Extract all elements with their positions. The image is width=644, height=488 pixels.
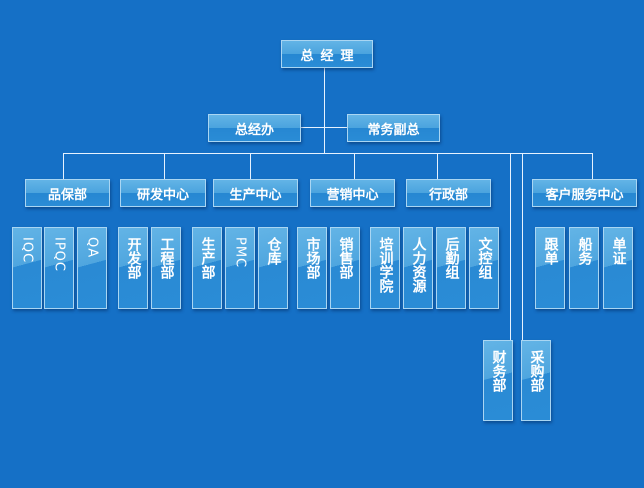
node-label: 营销中心: [326, 187, 379, 203]
connector-line: [164, 153, 165, 179]
node-label: 采购部: [528, 350, 545, 392]
node-label: 销售部: [337, 237, 354, 279]
node-label: 跟单: [542, 237, 559, 265]
node-label: IQC: [19, 237, 35, 264]
node-unit[interactable]: IQC: [12, 227, 42, 309]
connector-line: [324, 67, 325, 153]
node-gm-office[interactable]: 总经办: [208, 114, 301, 142]
node-label: 行政部: [428, 187, 468, 203]
node-label: 培训学院: [377, 237, 394, 293]
node-department[interactable]: 行政部: [406, 179, 491, 207]
node-unit[interactable]: 文控组: [469, 227, 499, 309]
node-department[interactable]: 营销中心: [310, 179, 395, 207]
node-label: 研发中心: [136, 187, 189, 203]
node-department[interactable]: 研发中心: [120, 179, 206, 207]
connector-line: [63, 153, 64, 179]
node-label: 财务部: [490, 350, 507, 392]
node-finance[interactable]: 财务部: [483, 340, 513, 421]
node-department[interactable]: 客户服务中心: [532, 179, 637, 207]
node-label: 开发部: [125, 237, 142, 279]
node-unit[interactable]: 市场部: [297, 227, 327, 309]
node-department[interactable]: 生产中心: [213, 179, 298, 207]
node-department[interactable]: 品保部: [25, 179, 110, 207]
node-label: IPQC: [51, 237, 67, 272]
node-unit[interactable]: 开发部: [118, 227, 148, 309]
node-unit[interactable]: 工程部: [151, 227, 181, 309]
node-label: 仓库: [265, 237, 282, 265]
node-unit[interactable]: QA: [77, 227, 107, 309]
connector-line: [63, 153, 593, 154]
node-unit[interactable]: 仓库: [258, 227, 288, 309]
node-unit[interactable]: 人力资源: [403, 227, 433, 309]
node-unit[interactable]: 船务: [569, 227, 599, 309]
node-label: 船务: [576, 237, 593, 265]
node-unit[interactable]: IPQC: [44, 227, 74, 309]
node-unit[interactable]: PMC: [225, 227, 255, 309]
node-label: PMC: [232, 237, 248, 269]
node-label: 后勤组: [443, 237, 460, 279]
node-label: 文控组: [476, 237, 493, 279]
connector-line: [354, 153, 355, 179]
node-deputy-gm[interactable]: 常务副总: [347, 114, 440, 142]
node-unit[interactable]: 单证: [603, 227, 633, 309]
connector-line: [300, 127, 347, 128]
node-unit[interactable]: 生产部: [192, 227, 222, 309]
node-label: 品保部: [47, 187, 87, 203]
node-label: 工程部: [158, 237, 175, 279]
node-label: 单证: [610, 237, 627, 265]
node-ceo[interactable]: 总经理: [281, 40, 373, 68]
node-unit[interactable]: 培训学院: [370, 227, 400, 309]
node-unit[interactable]: 后勤组: [436, 227, 466, 309]
connector-line: [250, 153, 251, 179]
node-purchasing[interactable]: 采购部: [521, 340, 551, 421]
connector-line: [437, 153, 438, 179]
node-unit[interactable]: 销售部: [330, 227, 360, 309]
node-label: 人力资源: [410, 237, 427, 293]
node-label: 生产中心: [229, 187, 282, 203]
node-label: 客户服务中心: [545, 187, 624, 203]
node-label: 生产部: [199, 237, 216, 279]
node-label: 常务副总: [367, 122, 420, 138]
node-label: 总经办: [234, 122, 274, 138]
node-label: QA: [84, 237, 100, 259]
connector-line: [510, 153, 511, 341]
node-label: 市场部: [304, 237, 321, 279]
connector-line: [522, 153, 523, 341]
node-label: 总经理: [300, 48, 361, 64]
connector-line: [592, 153, 593, 179]
node-unit[interactable]: 跟单: [535, 227, 565, 309]
